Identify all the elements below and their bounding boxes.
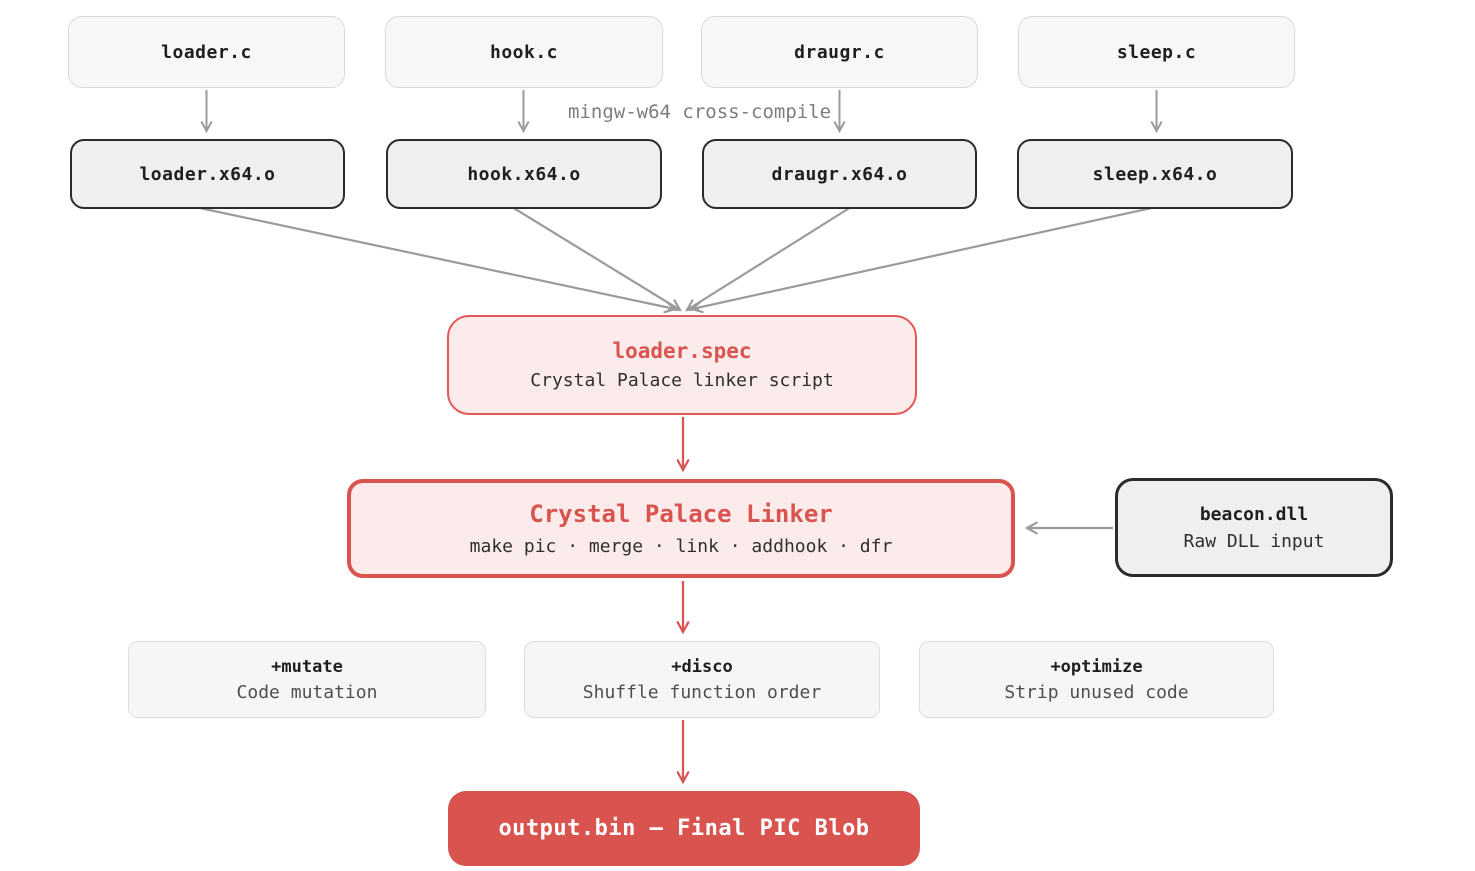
node-loader-spec: loader.spec Crystal Palace linker script [447,315,917,415]
node-draugr-obj-label: draugr.x64.o [771,163,908,185]
arrow-draugr-obj-to-spec [685,206,852,312]
arrow-loader-obj-to-spec [194,205,678,314]
compile-arrows [200,90,1163,134]
node-hook-obj: hook.x64.o [386,139,662,209]
node-draugr-c-label: draugr.c [794,41,885,63]
plugin-optimize-subtitle: Strip unused code [1004,681,1189,703]
arrow-hook-obj-to-spec [511,206,682,312]
plugin-optimize-title: +optimize [1050,656,1143,677]
plugin-disco-title: +disco [671,656,733,677]
node-draugr-c: draugr.c [701,16,978,88]
node-hook-c-label: hook.c [489,41,559,63]
link-input-arrows [194,205,1157,314]
node-beacon-dll: beacon.dll Raw DLL input [1115,478,1393,577]
node-sleep-obj-label: sleep.x64.o [1092,163,1218,185]
node-sleep-obj: sleep.x64.o [1017,139,1293,209]
beacon-subtitle: Raw DLL input [1183,530,1325,552]
plugin-mutate-subtitle: Code mutation [236,681,378,703]
linker-title: Crystal Palace Linker [529,500,833,528]
output-bin-label: output.bin — Final PIC Blob [498,816,870,841]
loader-spec-title: loader.spec [612,339,752,363]
node-sleep-c-label: sleep.c [1116,41,1197,63]
node-hook-obj-label: hook.x64.o [467,163,581,185]
node-loader-c: loader.c [68,16,345,88]
linker-subtitle: make pic · merge · link · addhook · dfr [469,536,893,557]
node-crystal-palace-linker: Crystal Palace Linker make pic · merge ·… [347,479,1015,578]
arrow-sleep-obj-to-spec [689,205,1157,314]
loader-spec-subtitle: Crystal Palace linker script [530,370,834,391]
node-loader-obj: loader.x64.o [70,139,345,209]
node-draugr-obj: draugr.x64.o [702,139,977,209]
plugin-disco-subtitle: Shuffle function order [582,681,822,703]
node-sleep-c: sleep.c [1018,16,1295,88]
node-plugin-disco: +disco Shuffle function order [524,641,880,718]
node-plugin-optimize: +optimize Strip unused code [919,641,1274,718]
node-loader-obj-label: loader.x64.o [139,163,276,185]
node-hook-c: hook.c [385,16,663,88]
node-output-bin: output.bin — Final PIC Blob [448,791,920,866]
beacon-title: beacon.dll [1199,503,1309,525]
node-loader-c-label: loader.c [161,41,252,63]
plugin-mutate-title: +mutate [271,656,343,677]
cross-compile-label: mingw-w64 cross-compile [568,101,832,123]
node-plugin-mutate: +mutate Code mutation [128,641,486,718]
